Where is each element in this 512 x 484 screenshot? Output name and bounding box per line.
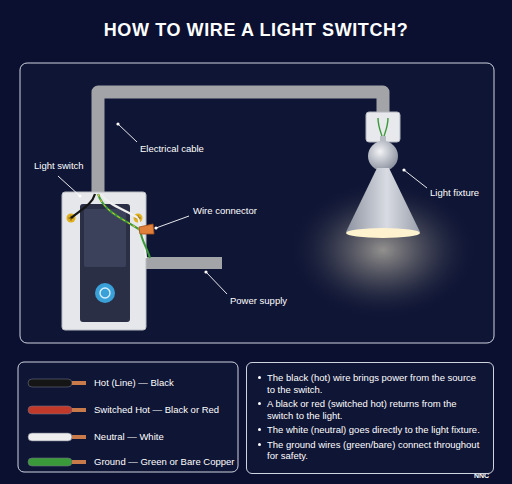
note-body: The black (hot) wire brings power from t… <box>267 372 476 395</box>
leader-dot <box>78 194 81 197</box>
fixture-shade <box>346 168 420 237</box>
legend-box <box>18 362 238 472</box>
switch-button <box>95 283 115 303</box>
leader-dots <box>78 122 405 273</box>
part-label: Electrical cable <box>140 143 204 154</box>
note-text: The white (neutral) goes directly to the… <box>257 424 485 436</box>
legend-text: Neutral — White <box>94 431 164 442</box>
leader-line <box>404 170 427 188</box>
part-label: Light fixture <box>430 187 479 198</box>
switch-body <box>80 204 130 322</box>
leader-lines <box>58 124 427 294</box>
title: HOW TO WIRE A LIGHT SWITCH? <box>0 20 512 41</box>
fixture-bulb-glow <box>346 228 420 238</box>
electrical-cable <box>98 92 383 194</box>
note-text: The black (hot) wire brings power from t… <box>257 372 485 395</box>
legend-text: Hot (Line) — Black <box>94 377 174 388</box>
notes-box: The black (hot) wire brings power from t… <box>246 362 494 474</box>
leader-dot <box>116 122 119 125</box>
leader-dot <box>154 226 157 229</box>
bullet <box>258 428 261 431</box>
part-label: Wire connector <box>193 205 257 216</box>
note-text: A black or red (switched hot) returns fr… <box>257 398 485 421</box>
power-supply-cable <box>144 257 222 269</box>
copper-tip <box>72 460 86 464</box>
wire-sample <box>28 458 72 466</box>
fixture-globe <box>368 141 398 171</box>
wire-sample <box>28 379 72 387</box>
ground-wire-stripe <box>98 194 140 230</box>
leader-dot <box>204 270 207 273</box>
neutral-wire <box>101 194 138 218</box>
bullet <box>258 443 261 446</box>
wire-sample <box>28 406 72 414</box>
leader-line <box>156 216 189 228</box>
hot-wire <box>71 194 95 218</box>
screw-slots <box>69 216 141 221</box>
part-label: Light switch <box>34 160 84 171</box>
copper-tip <box>72 435 86 439</box>
note-body: A black or red (switched hot) returns fr… <box>267 398 457 421</box>
legend-text: Switched Hot — Black or Red <box>94 404 219 415</box>
leader-line <box>118 124 137 142</box>
part-label: Power supply <box>230 295 287 306</box>
leader-line <box>58 176 80 196</box>
note-text: The ground wires (green/bare) connect th… <box>257 439 485 462</box>
wire-connector <box>139 224 154 234</box>
bullet <box>258 376 261 379</box>
note-body: The white (neutral) goes directly to the… <box>267 424 480 435</box>
note-body: The ground wires (green/bare) connect th… <box>267 439 479 462</box>
leader-line <box>206 272 227 294</box>
ground-wire <box>98 194 140 230</box>
copper-tip <box>72 408 86 412</box>
bullet <box>258 402 261 405</box>
switch-button-ring <box>100 288 110 298</box>
wire-sample <box>28 433 72 441</box>
legend-text: Ground — Green or Bare Copper <box>94 456 234 467</box>
copper-tip <box>72 381 86 385</box>
leader-dot <box>402 168 405 171</box>
switch-box <box>62 192 146 330</box>
main-panel <box>20 63 494 343</box>
